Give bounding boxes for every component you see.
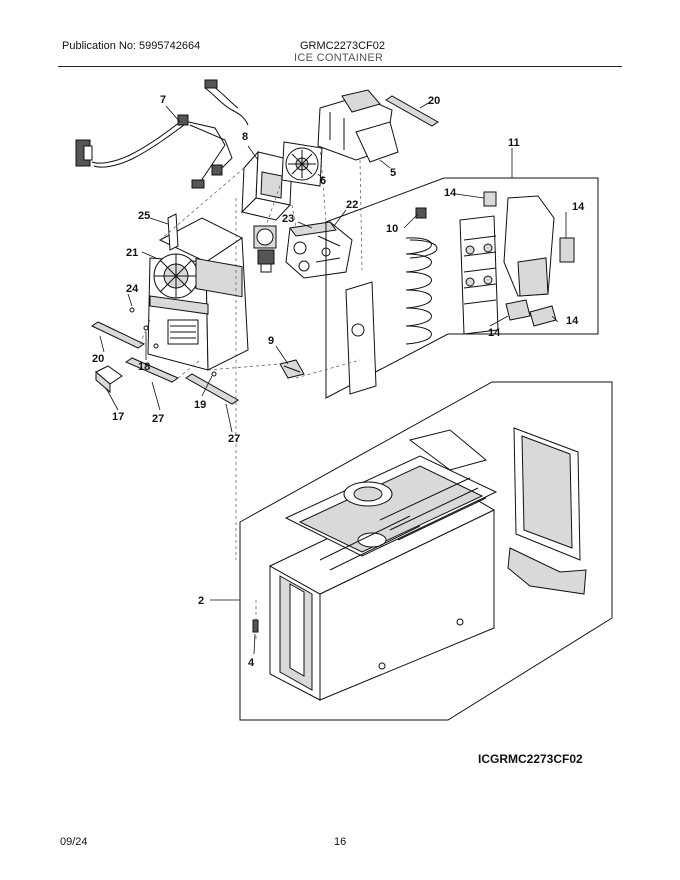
callout-11: 11 <box>508 137 520 149</box>
page-number: 16 <box>334 836 347 848</box>
motor-part <box>253 225 277 273</box>
evaporator-insulation-parts <box>415 191 575 327</box>
screw-part <box>252 619 259 633</box>
air-duct-part <box>317 89 399 163</box>
callout-14-top: 14 <box>444 187 457 199</box>
evaporator-coil-part <box>345 215 499 395</box>
publication-number: Publication No: 5995742664 <box>62 40 201 52</box>
callout-8: 8 <box>242 131 248 143</box>
callout-5: 5 <box>390 167 396 179</box>
callout-2: 2 <box>198 595 204 607</box>
callout-25: 25 <box>138 210 150 222</box>
model-number: GRMC2273CF02 <box>300 40 385 52</box>
callout-4: 4 <box>248 657 255 669</box>
callout-19: 19 <box>194 399 206 411</box>
callout-18: 18 <box>138 361 150 373</box>
ice-container-part <box>268 427 587 701</box>
header-rule <box>58 66 622 67</box>
foam-strip-lower-part <box>90 321 146 349</box>
evaporator-group-outline <box>325 177 599 399</box>
callout-21: 21 <box>126 247 138 259</box>
callout-22: 22 <box>346 199 358 211</box>
callout-20-top: 20 <box>428 95 440 107</box>
callout-14-bottom-right: 14 <box>566 315 579 327</box>
footer-date: 09/24 <box>60 836 88 848</box>
callout-labels: 7 8 6 5 20 11 25 21 23 22 10 14 14 14 14… <box>92 94 585 669</box>
foam-strip-top-part <box>385 95 439 127</box>
gear-box-part <box>285 221 353 279</box>
diagram-code: ICGRMC2273CF02 <box>478 752 583 766</box>
mounting-plate-part <box>167 213 179 251</box>
callout-6: 6 <box>320 175 326 187</box>
callout-23: 23 <box>282 213 294 225</box>
callout-14-bottom-left: 14 <box>488 327 501 339</box>
callout-17: 17 <box>112 411 124 423</box>
ice-chute-door-part <box>95 365 123 394</box>
callout-7: 7 <box>160 94 166 106</box>
insulation-strip-lower-part <box>185 373 239 405</box>
clip-part <box>279 359 305 379</box>
callout-leader-lines <box>99 101 567 655</box>
callout-27-right: 27 <box>228 433 240 445</box>
callout-14-right: 14 <box>572 201 585 213</box>
wire-harness-part <box>75 79 249 189</box>
callout-20-lower: 20 <box>92 353 104 365</box>
callout-9: 9 <box>268 335 274 347</box>
callout-27-left: 27 <box>152 413 164 425</box>
assembly-guide-lines <box>139 145 363 640</box>
fan-part <box>281 141 323 187</box>
ice-maker-housing-part <box>147 217 249 371</box>
callout-10: 10 <box>386 223 398 235</box>
callout-24: 24 <box>126 283 139 295</box>
insulation-strip-part <box>124 357 180 383</box>
evaporator-cover-part <box>503 195 555 297</box>
ice-container-group-outline <box>239 381 613 721</box>
section-title: ICE CONTAINER <box>294 52 384 64</box>
